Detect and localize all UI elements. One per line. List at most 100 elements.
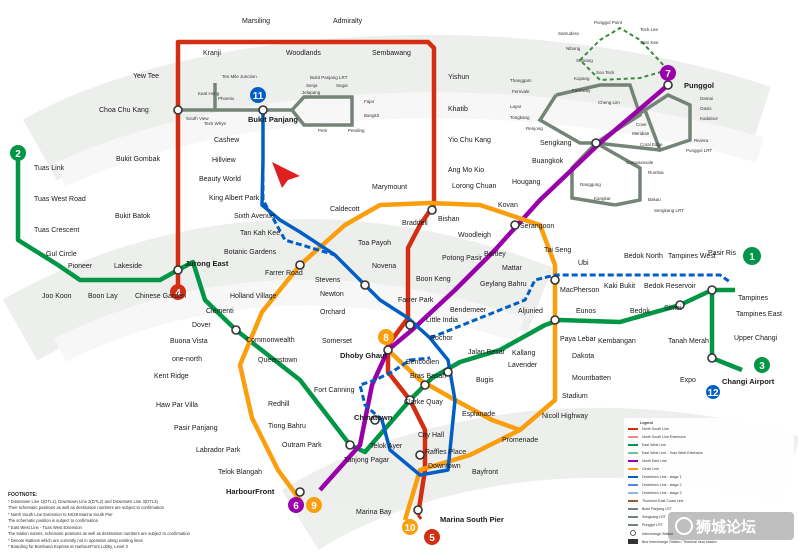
station-marsiling[interactable]: Marsiling (242, 18, 270, 25)
station-sengkang[interactable]: Sengkang (540, 140, 572, 147)
station-sixth-avenue[interactable]: Sixth Avenue (234, 213, 275, 220)
station-compassvale[interactable]: Compassvale (626, 160, 654, 165)
station-tiong-bahru[interactable]: Tiong Bahru (268, 423, 306, 430)
station-aljunied[interactable]: Aljunied (518, 308, 543, 315)
station-khatib[interactable]: Khatib (448, 106, 468, 113)
station-pasir-ris[interactable]: Pasir Ris (708, 250, 737, 257)
station-meridian[interactable]: Meridian (632, 131, 650, 136)
station-segar[interactable]: Segar (336, 83, 349, 88)
station-lorong-chuan[interactable]: Lorong Chuan (452, 183, 496, 190)
station-ranggung[interactable]: Ranggung (580, 182, 601, 187)
station-bakau[interactable]: Bakau (648, 197, 661, 202)
station-holland-village[interactable]: Holland Village (230, 293, 277, 300)
station-joo-koon[interactable]: Joo Koon (42, 293, 72, 300)
station-tan-kah-kee[interactable]: Tan Kah Kee (240, 230, 280, 237)
station-tuas-link[interactable]: Tuas Link (34, 165, 65, 172)
station-bartley[interactable]: Bartley (484, 251, 506, 258)
station-braddell[interactable]: Braddell (402, 220, 428, 227)
station-somerset[interactable]: Somerset (322, 338, 352, 345)
station-clementi[interactable]: Clementi (206, 308, 234, 315)
station-tuas-crescent[interactable]: Tuas Crescent (34, 227, 79, 234)
station-paya-lebar[interactable]: Paya Lebar (560, 336, 596, 343)
station-changi-airport[interactable]: Changi Airport (722, 377, 775, 386)
station-downtown[interactable]: Downtown (428, 463, 461, 470)
station-little-india[interactable]: Little India (426, 317, 458, 324)
station-bugis[interactable]: Bugis (476, 377, 494, 384)
station-potong-pasir[interactable]: Potong Pasir (442, 255, 483, 262)
station-bras-basah[interactable]: Bras Basah (410, 373, 446, 380)
station-sumang[interactable]: Sumang (576, 58, 593, 63)
interchange-city-hall[interactable] (405, 395, 415, 405)
station-samudera[interactable]: Samudera (558, 31, 579, 36)
station-dover[interactable]: Dover (192, 322, 211, 329)
station-keat-hong[interactable]: Keat Hong (198, 91, 220, 96)
station-eunos[interactable]: Eunos (576, 308, 596, 315)
station-marymount[interactable]: Marymount (372, 184, 407, 191)
station-thanggam[interactable]: Thanggam (510, 78, 532, 83)
station-kangkar[interactable]: Kangkar (594, 196, 611, 201)
interchange-macpherson[interactable] (550, 275, 560, 285)
interchange-buona-vista[interactable] (231, 325, 241, 335)
station-farrer-park[interactable]: Farrer Park (398, 297, 434, 304)
station-yishun[interactable]: Yishun (448, 74, 469, 81)
interchange-newton[interactable] (360, 280, 370, 290)
station-kaki-bukit[interactable]: Kaki Bukit (604, 283, 635, 290)
station-upper-changi[interactable]: Upper Changi (734, 335, 778, 342)
station-oasis[interactable]: Oasis (700, 106, 712, 111)
interchange-bras-basah[interactable] (420, 380, 430, 390)
interchange-choa-chu-kang[interactable] (173, 105, 183, 115)
station-punggol[interactable]: Punggol (684, 81, 714, 90)
station-labrador-park[interactable]: Labrador Park (196, 447, 241, 454)
station-serangoon[interactable]: Serangoon (520, 223, 554, 230)
station-bukit-batok[interactable]: Bukit Batok (115, 213, 151, 220)
station-jurong-east[interactable]: Jurong East (185, 259, 229, 268)
station-soo-teck[interactable]: Soo Teck (596, 70, 615, 75)
station-tampines[interactable]: Tampines (738, 295, 768, 302)
station-cheng-lim[interactable]: Cheng Lim (598, 100, 620, 105)
interchange-raffles-place[interactable] (415, 450, 425, 460)
station-one-north[interactable]: one-north (172, 356, 202, 363)
station-bedok-reservoir[interactable]: Bedok Reservoir (644, 283, 696, 290)
interchange-chinatown[interactable] (370, 415, 380, 425)
station-stadium[interactable]: Stadium (562, 393, 588, 400)
station-jelapang[interactable]: Jelapang (302, 90, 321, 95)
station-tongkang[interactable]: Tongkang (510, 115, 530, 120)
station-simei[interactable]: Simei (664, 305, 682, 312)
station-newton[interactable]: Newton (320, 291, 344, 298)
station-cashew[interactable]: Cashew (214, 137, 240, 144)
station-admiralty[interactable]: Admiralty (333, 18, 363, 25)
station-punggol-point[interactable]: Punggol Point (594, 20, 623, 25)
interchange-outram-park[interactable] (345, 440, 355, 450)
interchange-marina-bay[interactable] (413, 505, 423, 515)
station-ang-mo-kio[interactable]: Ang Mo Kio (448, 167, 484, 174)
station-farmway[interactable]: Farmway (572, 88, 591, 93)
station-bangkit[interactable]: Bangkit (364, 113, 380, 118)
station-yew-tee[interactable]: Yew Tee (133, 73, 159, 80)
station-bedok-north[interactable]: Bedok North (624, 253, 663, 260)
interchange-tanah-merah[interactable] (675, 300, 685, 310)
station-city-hall[interactable]: City Hall (418, 432, 445, 439)
interchange-expo[interactable] (707, 353, 717, 363)
station-chinese-garden[interactable]: Chinese Garden (135, 293, 186, 300)
station-kadaloor[interactable]: Kadaloor (700, 116, 719, 121)
station-ubi[interactable]: Ubi (578, 260, 589, 267)
station-coral-edge[interactable]: Coral Edge (640, 142, 663, 147)
station-pioneer[interactable]: Pioneer (68, 263, 93, 270)
station-expo[interactable]: Expo (680, 377, 696, 384)
interchange-harbourfront[interactable] (295, 487, 305, 497)
station-marina-bay[interactable]: Marina Bay (356, 509, 392, 516)
station-caldecott[interactable]: Caldecott (330, 206, 360, 213)
interchange-jurong-east[interactable] (173, 265, 183, 275)
interchange-bukit-panjang[interactable] (258, 105, 268, 115)
station-renjong[interactable]: Renjong (526, 126, 543, 131)
station-mountbatten[interactable]: Mountbatten (572, 375, 611, 382)
interchange-dhoby-ghaut[interactable] (383, 345, 393, 355)
interchange-botanic-gardens[interactable] (295, 260, 305, 270)
station-petir[interactable]: Petir (318, 128, 328, 133)
station-senja[interactable]: Senja (306, 83, 318, 88)
station-commonwealth[interactable]: Commonwealth (246, 337, 295, 344)
station-toa-payoh[interactable]: Toa Payoh (358, 240, 391, 247)
interchange-bishan[interactable] (427, 205, 437, 215)
station-harbourfront[interactable]: HarbourFront (226, 487, 275, 496)
interchange-serangoon[interactable] (510, 220, 520, 230)
